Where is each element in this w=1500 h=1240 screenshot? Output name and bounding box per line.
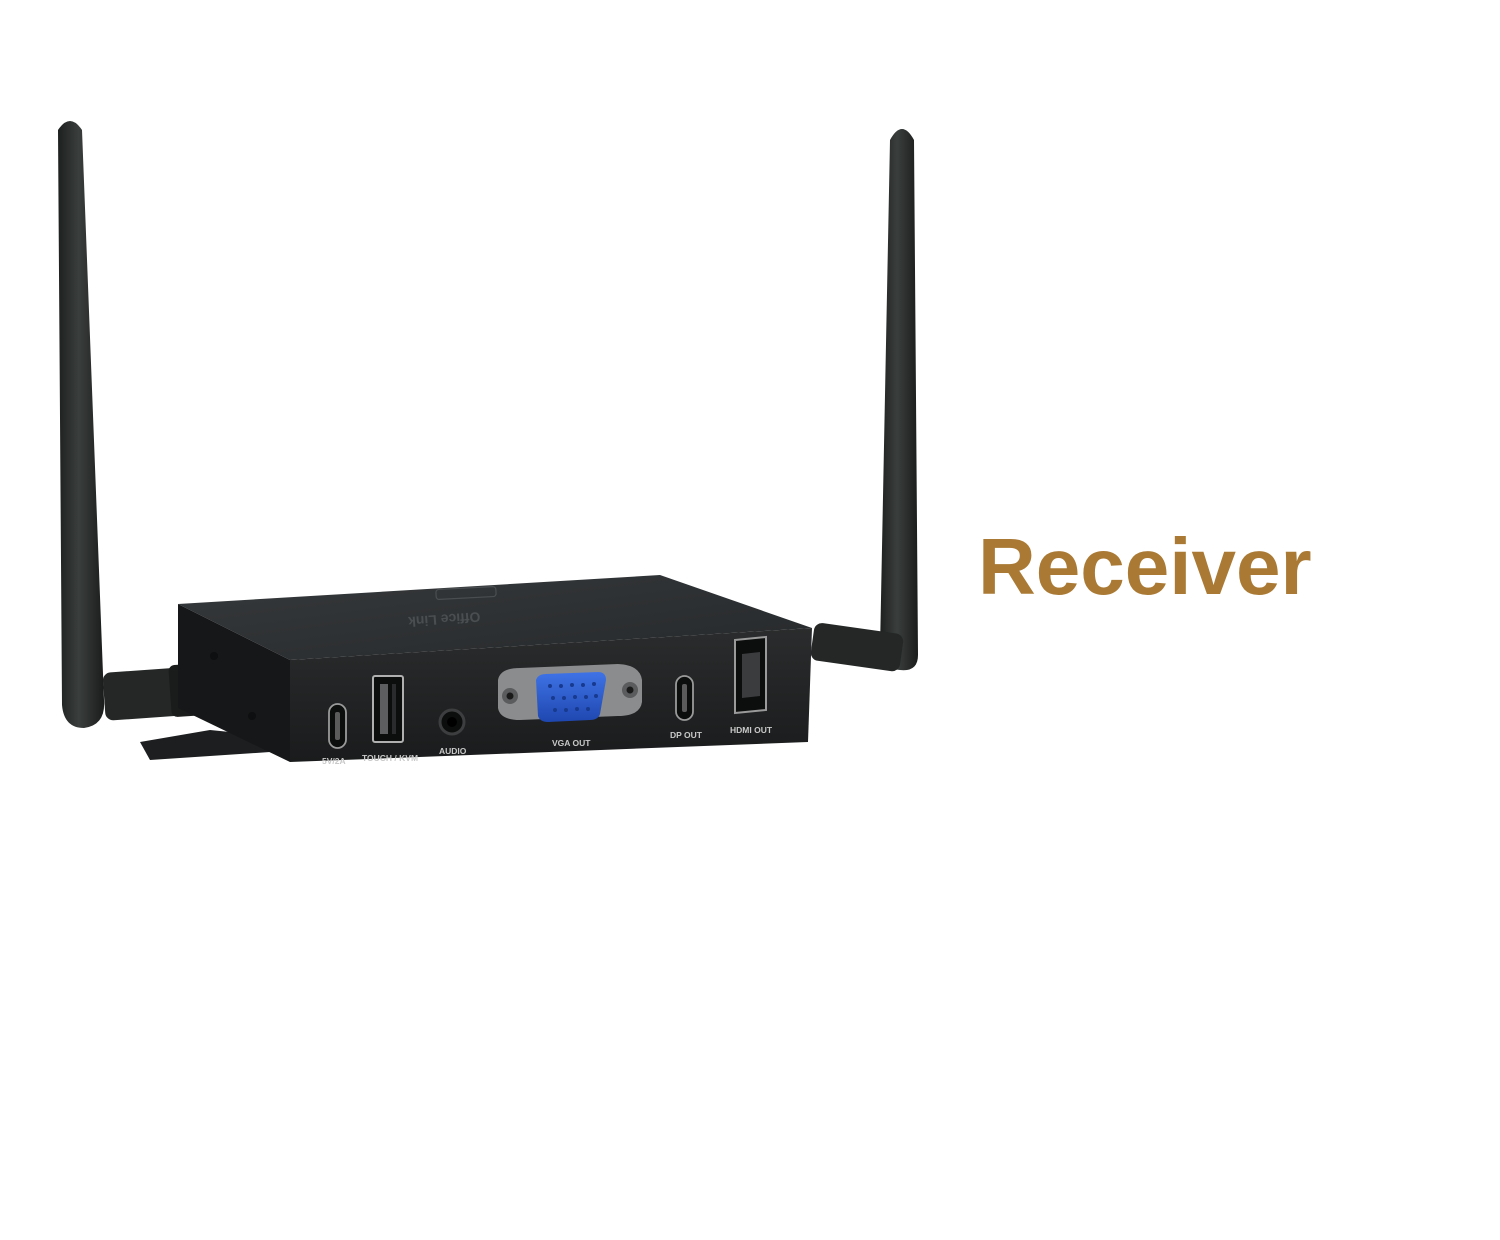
port-touch — [372, 675, 404, 743]
port-power — [328, 703, 347, 749]
port-label-hdmi: HDMI OUT — [730, 725, 773, 735]
top-engraving: Office Link — [407, 609, 480, 630]
port-label-vga: VGA OUT — [552, 738, 591, 748]
product-heading: Receiver — [978, 522, 1312, 611]
device-top — [178, 575, 812, 660]
port-label-touch: TOUCH / KVM — [362, 753, 418, 763]
device-side — [178, 604, 290, 762]
port-label-audio: AUDIO — [439, 746, 467, 756]
port-dp — [675, 675, 694, 721]
port-hdmi — [734, 635, 767, 715]
port-vga — [498, 664, 642, 722]
mounting-bracket — [140, 730, 270, 760]
port-label-dp: DP OUT — [670, 730, 703, 740]
right-antenna — [810, 129, 918, 672]
port-label-power: 5V/2A — [322, 756, 346, 766]
port-audio — [438, 708, 466, 736]
